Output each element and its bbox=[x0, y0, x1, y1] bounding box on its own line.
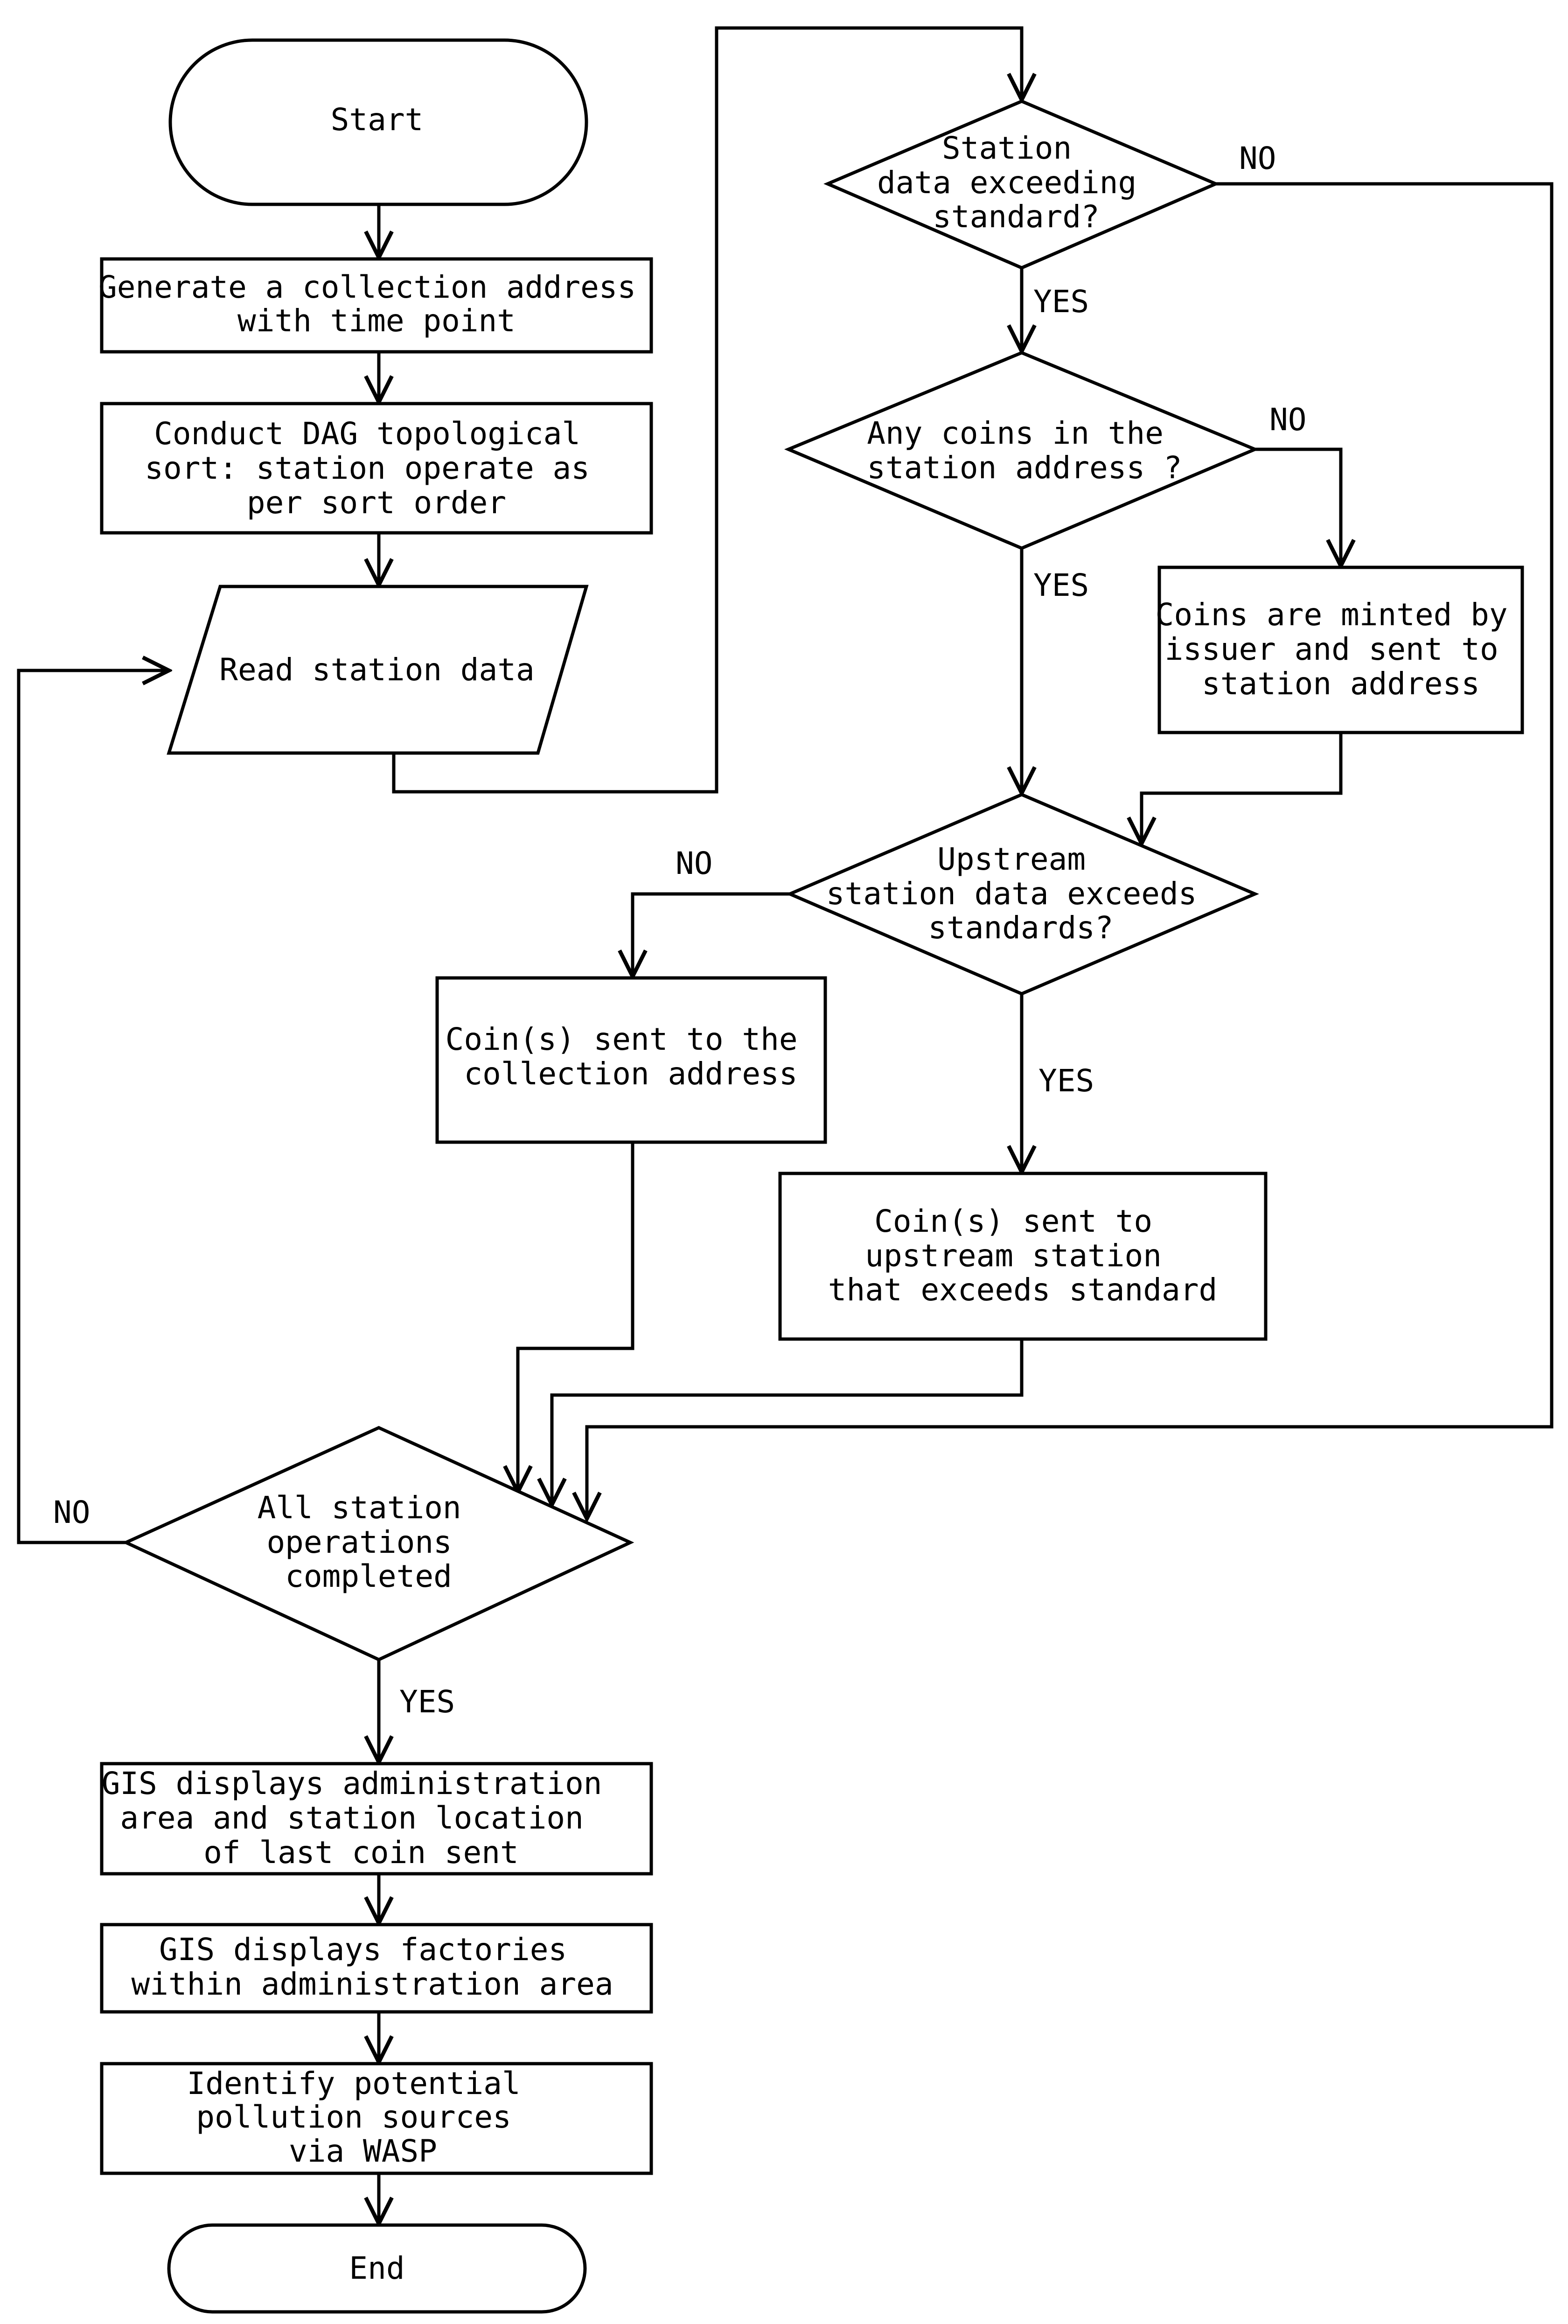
coins-to-collection-box bbox=[435, 976, 827, 1144]
gis-admin-area-box bbox=[100, 1762, 653, 1876]
edge-label-d3-no: NO bbox=[676, 845, 712, 881]
edge-label-d2-yes: YES bbox=[1033, 567, 1089, 603]
text-line: station address ? bbox=[867, 450, 1182, 486]
decision-upstream-exceeds-label: Upstream station data exceeds standards? bbox=[826, 841, 1215, 946]
dag-sort-box bbox=[100, 402, 653, 535]
text-line: via WASP bbox=[289, 2133, 437, 2169]
text-line: Upstream bbox=[937, 841, 1086, 877]
gis-factories-box bbox=[100, 1923, 653, 2014]
gis-admin-area-label: GIS displays administration area and sta… bbox=[102, 1766, 621, 1870]
text-line: completed bbox=[285, 1558, 452, 1594]
text-line: issuer and sent to bbox=[1165, 631, 1498, 667]
text-line: GIS displays factories bbox=[159, 1932, 567, 1968]
start-terminal bbox=[168, 38, 588, 206]
text-line: station data exceeds bbox=[826, 876, 1197, 912]
text-line: per sort order bbox=[247, 485, 506, 521]
edge-d3-no bbox=[633, 892, 790, 977]
text-line: Any coins in the bbox=[867, 415, 1164, 451]
text-line: station address bbox=[1202, 666, 1480, 702]
generate-address-box bbox=[100, 257, 653, 354]
edge-label-d4-yes: YES bbox=[399, 1684, 455, 1720]
text-line: that exceeds standard bbox=[828, 1272, 1217, 1308]
end-label: End bbox=[349, 2250, 404, 2286]
dag-sort-label: Conduct DAG topological sort: station op… bbox=[145, 416, 608, 521]
text-line: Conduct DAG topological bbox=[154, 416, 580, 452]
edge-d1-no bbox=[587, 182, 1554, 1519]
decision-all-completed bbox=[122, 1426, 634, 1661]
text-line: GIS displays administration bbox=[102, 1766, 602, 1801]
generate-address-label: Generate a collection address with time … bbox=[98, 269, 655, 339]
text-line: area and station location bbox=[120, 1800, 583, 1836]
edge-label-d2-no: NO bbox=[1269, 402, 1306, 438]
coins-to-upstream-box bbox=[778, 1172, 1268, 1341]
edge-upstream-to-d4 bbox=[552, 1339, 1024, 1505]
text-line: upstream station bbox=[865, 1238, 1162, 1274]
gis-factories-label: GIS displays factories within administra… bbox=[131, 1932, 613, 2002]
text-line: Coin(s) sent to bbox=[874, 1203, 1152, 1239]
edge-d2-no bbox=[1255, 447, 1341, 566]
wasp-box bbox=[100, 2062, 653, 2175]
coins-to-collection-label: Coin(s) sent to the collection address bbox=[446, 1021, 816, 1092]
edge-read-to-d1 bbox=[392, 26, 1022, 794]
start-label: Start bbox=[331, 102, 424, 138]
edge-mint-to-d3 bbox=[1142, 733, 1343, 844]
text-line: data exceeding bbox=[877, 165, 1136, 201]
edge-collection-to-d4 bbox=[518, 1142, 634, 1492]
coins-to-upstream-label: Coin(s) sent to upstream station that ex… bbox=[828, 1203, 1217, 1308]
decision-coins-in-address-label: Any coins in the station address ? bbox=[867, 415, 1182, 486]
text-line: Identify potential bbox=[187, 2066, 521, 2101]
text-line: collection address bbox=[464, 1056, 797, 1092]
text-line: Read station data bbox=[219, 652, 535, 688]
text-line: Start bbox=[331, 102, 424, 138]
text-line: sort: station operate as bbox=[145, 450, 590, 486]
text-line: pollution sources bbox=[196, 2099, 511, 2135]
end-terminal bbox=[167, 2223, 587, 2314]
text-line: of last coin sent bbox=[203, 1835, 519, 1870]
text-line: All station bbox=[258, 1490, 461, 1526]
text-line: standards? bbox=[928, 910, 1113, 946]
edge-label-d3-yes: YES bbox=[1038, 1063, 1094, 1099]
text-line: operations bbox=[266, 1524, 452, 1560]
decision-coins-in-address bbox=[784, 351, 1260, 550]
decision-all-completed-label: All station operations completed bbox=[258, 1490, 480, 1594]
wasp-label: Identify potential pollution sources via… bbox=[187, 2066, 539, 2169]
edge-label-d1-no: NO bbox=[1239, 140, 1276, 176]
text-line: Coins are minted by bbox=[1156, 597, 1508, 633]
read-station-data-box bbox=[167, 585, 589, 755]
coins-minted-label: Coins are minted by issuer and sent to s… bbox=[1156, 597, 1526, 702]
text-line: within administration area bbox=[131, 1966, 613, 2002]
text-line: standard? bbox=[933, 199, 1100, 235]
edge-d4-no bbox=[17, 670, 169, 1544]
text-line: End bbox=[349, 2250, 404, 2286]
text-line: Generate a collection address bbox=[98, 269, 636, 305]
edge-label-d1-yes: YES bbox=[1033, 284, 1089, 320]
decision-station-exceeding-label: Station data exceeding standard? bbox=[877, 130, 1155, 235]
text-line: Station bbox=[942, 130, 1072, 166]
edge-label-d4-no: NO bbox=[53, 1494, 90, 1530]
read-station-data-label: Read station data bbox=[219, 652, 535, 688]
coins-minted-box bbox=[1157, 565, 1524, 734]
decision-upstream-exceeds bbox=[786, 793, 1259, 996]
text-line: with time point bbox=[237, 303, 516, 339]
text-line: Coin(s) sent to the bbox=[446, 1021, 798, 1057]
decision-station-exceeding bbox=[823, 99, 1220, 270]
